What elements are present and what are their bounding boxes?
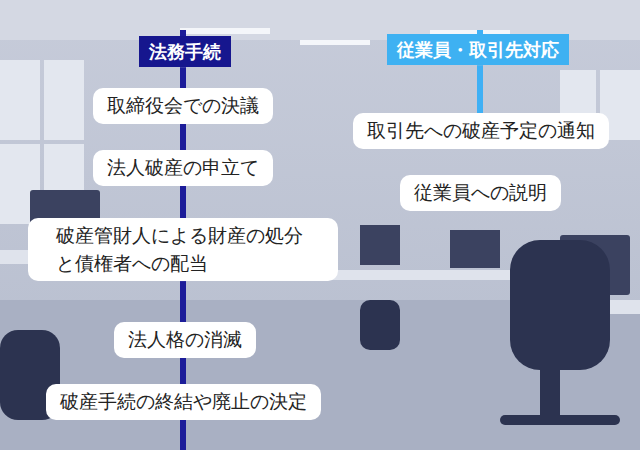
step-text: 法人格の消滅	[128, 326, 242, 354]
step-box: 破産管財人による財産の処分と債権者への配当	[28, 218, 338, 281]
step-text: 法務手続	[149, 39, 221, 64]
step-box: 破産手続の終結や廃止の決定	[46, 384, 321, 420]
step-box: 取引先への破産予定の通知	[353, 113, 609, 149]
step-text: 取引先への破産予定の通知	[367, 117, 595, 145]
step-box: 法人格の消滅	[114, 322, 256, 358]
timeline-line	[180, 358, 186, 384]
timeline-line	[180, 281, 186, 322]
timeline-tail	[180, 415, 186, 450]
step-box: 取締役会での決議	[93, 88, 273, 124]
timeline-line	[180, 67, 186, 88]
step-text: 取締役会での決議	[107, 92, 259, 120]
step-text: 従業員への説明	[414, 179, 547, 207]
step-box: 従業員への説明	[400, 175, 561, 211]
step-text: 従業員・取引先対応	[397, 37, 559, 62]
section-header: 従業員・取引先対応	[387, 34, 569, 65]
section-header: 法務手続	[139, 36, 231, 67]
step-text: 法人破産の申立て	[107, 154, 259, 182]
timeline-line	[180, 186, 186, 218]
timeline-line	[477, 65, 483, 113]
timeline-line	[180, 124, 186, 150]
step-box: 法人破産の申立て	[93, 150, 273, 186]
step-text: 破産手続の終結や廃止の決定	[60, 388, 307, 416]
step-text: 破産管財人による財産の処分と債権者への配当	[56, 222, 310, 277]
